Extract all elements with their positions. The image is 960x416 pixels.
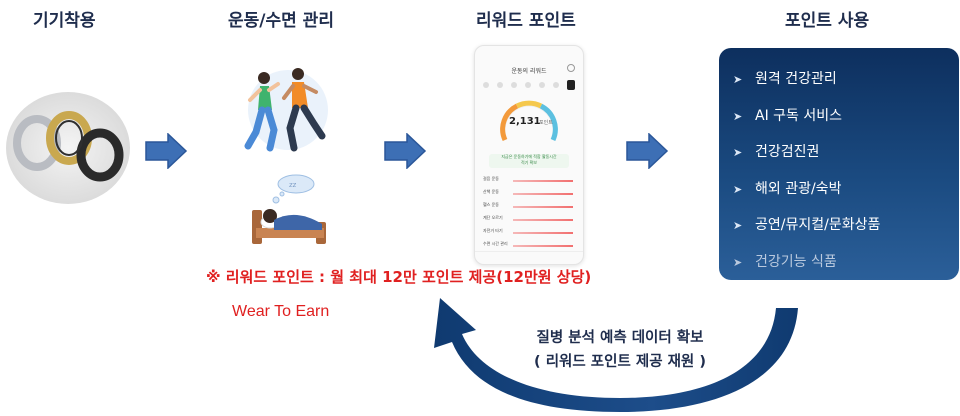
disease-line-2: ( 리워드 포인트 제공 재원 ) xyxy=(534,354,706,370)
point-use-item: ➤공연/뮤지컬/문화상품 xyxy=(733,208,880,245)
chevron-right-icon: ➤ xyxy=(733,73,743,86)
chevron-right-icon: ➤ xyxy=(733,182,743,196)
chevron-right-icon: ➤ xyxy=(733,219,743,232)
point-use-item: ➤건강기능 식품 xyxy=(733,245,880,282)
point-use-item: ➤AI 구독 서비스 xyxy=(733,99,880,136)
exercise-illustration xyxy=(244,68,328,152)
disease-data-caption: 질병 분석 예측 데이터 확보 ( 리워드 포인트 제공 재원 ) xyxy=(520,326,720,374)
arrow-right-icon xyxy=(384,133,427,169)
point-use-item: ➤건강검진권 xyxy=(733,135,880,172)
smart-ring-image xyxy=(6,92,130,204)
arrow-right-icon xyxy=(145,133,188,169)
wear-to-earn-label: Wear To Earn xyxy=(232,303,330,320)
point-use-item: ➤원격 건강관리 xyxy=(733,62,880,99)
reward-note: ※ 리워드 포인트 : 월 최대 12만 포인트 제공(12만원 상당) xyxy=(206,268,592,286)
phone-header: 운동의 리워드 xyxy=(511,68,547,75)
chevron-right-icon: ➤ xyxy=(733,146,743,159)
chevron-right-icon: ➤ xyxy=(733,109,743,123)
phone-row: 자전거 타기 xyxy=(483,226,577,239)
dream-cloud-icon: zz xyxy=(272,174,315,204)
disease-line-1: 질병 분석 예측 데이터 확보 xyxy=(536,330,704,346)
phone-row: 걸음 운동 xyxy=(483,174,577,187)
phone-banner: 지금은 운동하기에 적합 활동시간 적기 확보 xyxy=(489,154,569,168)
phone-row-list: 걸음 운동 산책 운동 헬스 운동 계단 오르기 자전거 타기 수면 시간 관리 xyxy=(483,174,577,252)
phone-row: 산책 운동 xyxy=(483,187,577,200)
point-usage-list: ➤원격 건강관리 ➤AI 구독 서비스 ➤건강검진권 ➤해외 관광/숙박 ➤공연… xyxy=(733,62,880,281)
point-use-item: ➤해외 관광/숙박 xyxy=(733,172,880,209)
phone-row: 헬스 운동 xyxy=(483,200,577,213)
runner-man-icon xyxy=(282,68,326,152)
points-unit: 포인트 xyxy=(539,120,553,126)
bed-icon xyxy=(252,209,326,244)
black-ring-icon xyxy=(76,128,124,182)
phone-tab-bar xyxy=(483,80,575,90)
title-use: 포인트 사용 xyxy=(785,11,870,31)
phone-menu-icon xyxy=(567,64,575,72)
phone-row: 계단 오르기 xyxy=(483,213,577,226)
title-reward: 리워드 포인트 xyxy=(476,11,576,31)
runner-woman-icon xyxy=(244,72,280,152)
svg-text:zz: zz xyxy=(289,181,297,189)
reward-app-phone: 운동의 리워드 2,131 포인트 지금은 운동하기에 적합 활동시간 적기 확… xyxy=(474,45,584,265)
phone-row: 수면 시간 관리 xyxy=(483,239,577,252)
phone-nav-bar xyxy=(475,251,583,258)
sleep-illustration: zz xyxy=(252,174,326,244)
title-manage: 운동/수면 관리 xyxy=(228,11,334,31)
chevron-right-icon: ➤ xyxy=(733,255,743,269)
points-gauge xyxy=(500,100,558,142)
arrow-right-icon xyxy=(626,133,669,169)
point-usage-panel: ➤원격 건강관리 ➤AI 구독 서비스 ➤건강검진권 ➤해외 관광/숙박 ➤공연… xyxy=(719,48,959,280)
title-wear: 기기착용 xyxy=(33,11,96,31)
points-value: 2,131 xyxy=(509,116,541,127)
